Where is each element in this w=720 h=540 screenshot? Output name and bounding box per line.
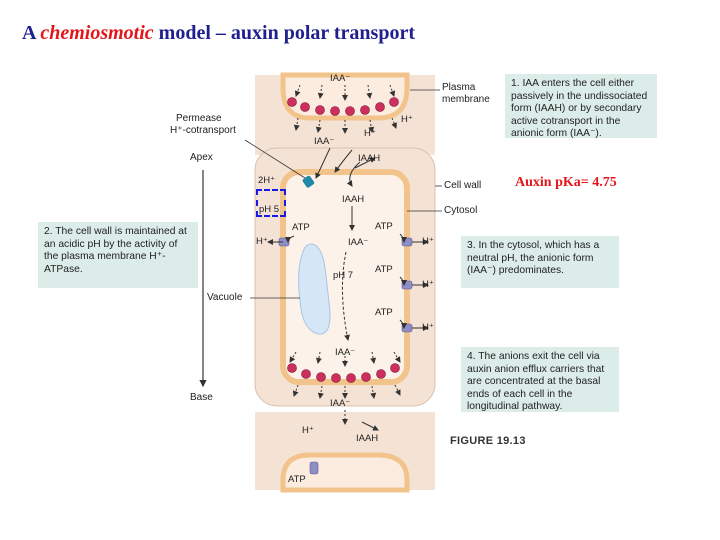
iaa-minus-label: IAA⁻ xyxy=(348,237,369,248)
atp-arrow xyxy=(285,235,295,243)
flow-arrow xyxy=(389,84,396,97)
note-3: 3. In the cytosol, which has a neutral p… xyxy=(461,236,619,288)
atp-label: ATP xyxy=(375,307,393,318)
flow-arrow xyxy=(346,161,361,187)
leader-permease xyxy=(244,139,306,179)
note-1: 1. IAA enters the cell either passively … xyxy=(505,74,657,139)
atp-arrow xyxy=(399,233,407,243)
flow-arrow xyxy=(294,84,301,97)
cytosol-label: Cytosol xyxy=(444,205,478,216)
atp-label: ATP xyxy=(375,264,393,275)
h-plus-label: H⁺ xyxy=(401,114,413,125)
permease-icon xyxy=(302,175,315,188)
permease-label: Permease xyxy=(176,113,222,124)
efflux-carriers-middle xyxy=(287,363,400,383)
flow-arrow xyxy=(341,251,350,341)
atp-arrow xyxy=(399,319,407,329)
h-plus-label: H⁺ xyxy=(422,279,434,290)
h-plus-label: H⁺ xyxy=(256,236,268,247)
note-2: 2. The cell wall is maintained at an aci… xyxy=(38,222,198,288)
atp-label: ATP xyxy=(292,222,310,233)
h-plus-label: H⁺ xyxy=(302,425,314,436)
ph7-label: pH 7 xyxy=(333,270,354,281)
flow-arrow xyxy=(292,384,299,397)
iaah-label: IAAH xyxy=(358,153,381,164)
base-label: Base xyxy=(190,392,213,403)
flow-arrow xyxy=(394,384,401,396)
flow-arrow xyxy=(354,157,376,169)
flow-arrow xyxy=(315,351,322,364)
cell-wall-label: Cell wall xyxy=(444,180,482,191)
ph5-label: pH 5 xyxy=(259,204,280,215)
efflux-carriers-upper xyxy=(287,97,399,116)
iaa-minus-label: IAA⁻ xyxy=(330,73,351,84)
vacuole xyxy=(298,243,331,335)
flow-arrow xyxy=(361,421,379,431)
figure-number: FIGURE 19.13 xyxy=(450,435,526,447)
page-title: A chemiosmotic model – auxin polar trans… xyxy=(22,22,415,44)
vacuole-label: Vacuole xyxy=(207,292,243,303)
plasma-membrane-label: Plasma membrane xyxy=(442,82,490,105)
iaah-label: IAAH xyxy=(356,433,379,444)
h-plus-label: H⁺ xyxy=(422,322,434,333)
h-plus-label: H⁺ xyxy=(422,236,434,247)
two-h-plus-label: 2H⁺ xyxy=(258,175,276,186)
h-plus-label: H⁺ xyxy=(364,128,376,139)
flow-arrow xyxy=(315,147,331,179)
iaa-minus-label: IAA⁻ xyxy=(314,136,335,147)
note-4: 4. The anions exit the cell via auxin an… xyxy=(461,347,619,412)
flow-arrow xyxy=(391,117,397,129)
flow-arrow xyxy=(370,351,377,364)
flow-arrow xyxy=(393,351,401,363)
cotransport-label: H⁺-cotransport xyxy=(170,125,236,136)
flow-arrow xyxy=(334,149,353,173)
apex-label: Apex xyxy=(190,152,213,163)
iaah-label: IAAH xyxy=(342,194,365,205)
pka-annotation: Auxin pKa= 4.75 xyxy=(515,175,617,190)
ph5-highlight-box xyxy=(256,189,286,217)
atp-label: ATP xyxy=(375,221,393,232)
atp-arrow xyxy=(399,276,407,286)
iaa-minus-label: IAA⁻ xyxy=(335,347,356,358)
atp-label: ATP xyxy=(288,474,306,485)
flow-arrow xyxy=(289,351,297,363)
iaa-minus-label: IAA⁻ xyxy=(330,398,351,409)
